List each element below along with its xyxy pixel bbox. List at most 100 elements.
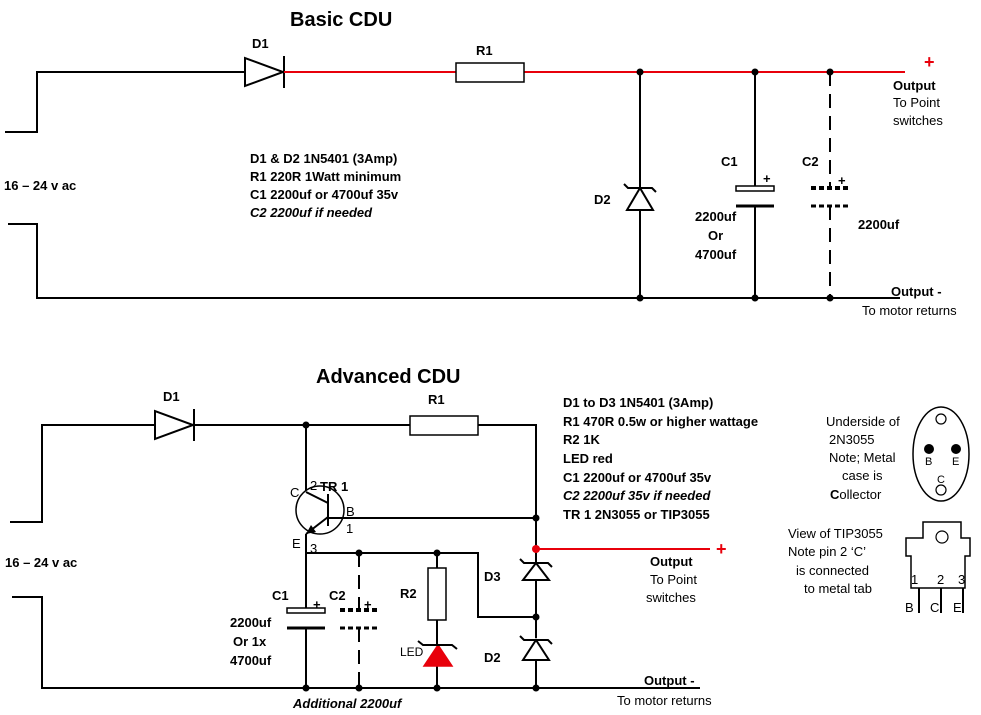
advanced-r2-resistor [427, 567, 447, 621]
advanced-led [417, 640, 458, 667]
advanced-top-rail [194, 424, 537, 565]
basic-d1-label: D1 [252, 36, 269, 51]
2n3055-pinout: Underside of 2N3055 Note; Metal case is … [826, 406, 970, 502]
advanced-note: D1 to D3 1N5401 (3Amp) [563, 395, 713, 410]
advanced-output-negative-sub: To motor returns [617, 693, 712, 708]
basic-c1-plate-positive [735, 185, 775, 192]
2n3055-pin-e-label: E [952, 456, 959, 468]
basic-c1-value-2: Or [708, 228, 723, 243]
advanced-c1-polarity: + [313, 597, 321, 612]
2n3055-mount-hole [935, 484, 947, 496]
advanced-d2-zener [519, 635, 553, 661]
tip3055-pin-3-label: 3 [958, 572, 965, 587]
2n3055-pin-b [924, 444, 934, 454]
advanced-plus-sign: + [716, 539, 727, 559]
advanced-junction [532, 684, 540, 692]
advanced-parts-notes: D1 to D3 1N5401 (3Amp) R1 470R 0.5w or h… [563, 395, 758, 522]
advanced-junction [302, 421, 310, 429]
2n3055-text-2: 2N3055 [829, 432, 875, 447]
tip3055-text-4: to metal tab [804, 581, 872, 596]
2n3055-text-1: Underside of [826, 414, 900, 429]
basic-input-top-wire [5, 71, 245, 133]
advanced-tr1-label: TR 1 [320, 479, 348, 494]
basic-d2-label: D2 [594, 192, 611, 207]
basic-c2-value: 2200uf [858, 217, 900, 232]
advanced-tr1-transistor [295, 485, 536, 535]
basic-negative-rail [8, 223, 900, 299]
basic-input-label: 16 – 24 v ac [4, 178, 76, 193]
basic-junction [636, 294, 644, 302]
basic-note: C2 2200uf if needed [250, 205, 373, 220]
advanced-d2-label: D2 [484, 650, 501, 665]
advanced-c1-label: C1 [272, 588, 289, 603]
2n3055-pin-c-label: C [937, 474, 945, 486]
basic-output-negative-label: Output - [891, 284, 942, 299]
advanced-pin-b: B [346, 504, 355, 519]
basic-plus-sign: + [924, 52, 935, 72]
basic-title: Basic CDU [290, 9, 392, 31]
advanced-positive-junction [532, 545, 540, 553]
basic-note: C1 2200uf or 4700uf 35v [250, 187, 399, 202]
advanced-emitter-rail [305, 534, 536, 618]
tip3055-pin-c-label: C [930, 600, 939, 615]
advanced-note: LED red [563, 451, 613, 466]
basic-r1-label: R1 [476, 43, 493, 58]
advanced-c2-polarity: + [364, 597, 372, 612]
basic-cdu-circuit: Basic CDU 16 – 24 v ac D1 + R1 D2 + C1 2… [4, 9, 957, 318]
advanced-r1-label: R1 [428, 392, 445, 407]
tip3055-pin-e-label: E [953, 600, 962, 615]
advanced-d3-label: D3 [484, 569, 501, 584]
basic-junction [826, 294, 834, 302]
basic-r1-resistor [455, 62, 525, 83]
advanced-c2-label: C2 [329, 588, 346, 603]
2n3055-case-outline [912, 406, 970, 502]
tip3055-pin-1-label: 1 [911, 572, 918, 587]
advanced-r1-resistor [409, 415, 479, 436]
2n3055-text-5: Collector [830, 487, 882, 502]
advanced-c1-value-3: 4700uf [230, 653, 272, 668]
advanced-c1-value-2: Or 1x [233, 634, 267, 649]
basic-c2-polarity: + [838, 173, 846, 188]
advanced-junction [532, 514, 540, 522]
advanced-note: TR 1 2N3055 or TIP3055 [563, 507, 710, 522]
advanced-output-negative-label: Output - [644, 673, 695, 688]
advanced-note: R2 1K [563, 432, 600, 447]
advanced-junction [355, 684, 363, 692]
advanced-junction [532, 613, 540, 621]
basic-junction [826, 68, 834, 76]
basic-output-negative-sub: To motor returns [862, 303, 957, 318]
advanced-c1-value-1: 2200uf [230, 615, 272, 630]
basic-junction [636, 68, 644, 76]
tip3055-pinout: View of TIP3055 Note pin 2 ‘C’ is connec… [788, 521, 971, 615]
2n3055-pin-e [951, 444, 961, 454]
advanced-junction [302, 684, 310, 692]
tip3055-package-outline [905, 521, 971, 589]
basic-output-positive-label: Output [893, 78, 936, 93]
advanced-junction [433, 684, 441, 692]
advanced-note: C2 2200uf 35v if needed [563, 488, 711, 503]
2n3055-text-5-bold: C [830, 487, 840, 502]
advanced-note: R1 470R 0.5w or higher wattage [563, 414, 758, 429]
2n3055-text-4: case is [842, 468, 883, 483]
tip3055-text-2: Note pin 2 ‘C’ [788, 544, 866, 559]
basic-output-positive-sub-2: switches [893, 113, 943, 128]
advanced-output-positive-sub-1: To Point [650, 572, 697, 587]
advanced-d1-diode [154, 409, 196, 441]
advanced-r2-label: R2 [400, 586, 417, 601]
basic-junction [751, 68, 759, 76]
basic-c1-polarity: + [763, 171, 771, 186]
advanced-title: Advanced CDU [316, 366, 460, 388]
2n3055-text-3: Note; Metal [829, 450, 896, 465]
advanced-pin-e: E [292, 536, 301, 551]
advanced-pin-1: 1 [346, 521, 353, 536]
2n3055-mount-hole [935, 413, 947, 425]
2n3055-pin-b-label: B [925, 456, 932, 468]
basic-note: R1 220R 1Watt minimum [250, 169, 401, 184]
tip3055-text-3: is connected [796, 563, 869, 578]
2n3055-text-5-rest: ollector [839, 487, 882, 502]
advanced-note: C1 2200uf or 4700uf 35v [563, 470, 712, 485]
basic-parts-notes: D1 & D2 1N5401 (3Amp) R1 220R 1Watt mini… [250, 151, 401, 220]
advanced-negative-rail [12, 596, 700, 689]
basic-c2-label: C2 [802, 154, 819, 169]
